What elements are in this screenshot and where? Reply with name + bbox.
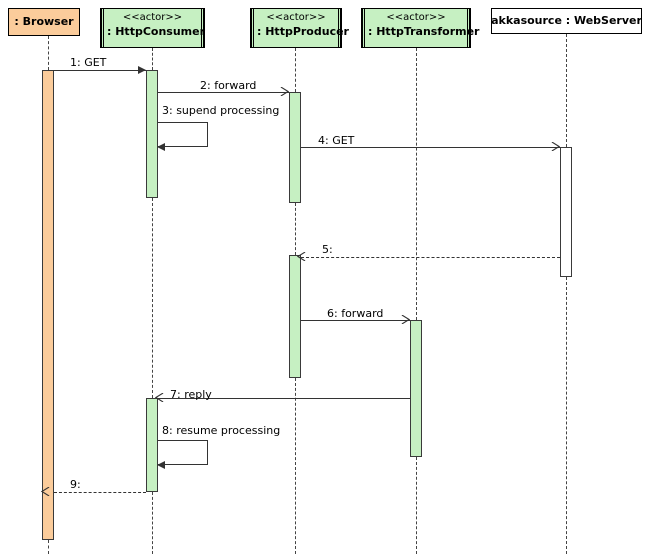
participant-webserver-label: akkasource : WebServer — [491, 13, 642, 27]
message-4-label: 4: GET — [318, 134, 355, 147]
message-6-label: 6: forward — [327, 307, 384, 320]
participant-webserver[interactable]: akkasource : WebServer — [491, 8, 642, 34]
participant-httptransformer-label: : HttpTransformer — [368, 24, 480, 38]
lifeline-browser — [48, 36, 49, 70]
message-3-arrowhead — [157, 143, 165, 151]
message-1-label: 1: GET — [70, 56, 107, 69]
message-9-line — [54, 492, 146, 493]
message-8-label: 8: resume processing — [162, 424, 281, 437]
lifeline-httpconsumer-3 — [152, 492, 153, 554]
lifeline-httpproducer-1 — [295, 48, 296, 92]
activation-httpproducer-2 — [289, 255, 301, 378]
lifeline-httpproducer-3 — [295, 378, 296, 554]
participant-browser[interactable]: : Browser — [8, 8, 80, 36]
lifeline-httpconsumer-1 — [152, 48, 153, 70]
message-2-arrowhead — [280, 87, 289, 96]
message-9-label: 9: — [70, 478, 81, 491]
message-8-selfloop — [158, 440, 208, 465]
message-3-label: 3: supend processing — [162, 104, 280, 117]
participant-httpconsumer[interactable]: <<actor>> : HttpConsumer — [100, 8, 205, 48]
message-5-label: 5: — [322, 243, 333, 256]
message-8-arrowhead — [157, 461, 165, 469]
message-5-arrowhead — [297, 252, 306, 261]
activation-httpconsumer-2 — [146, 398, 158, 492]
message-7-arrowhead — [155, 393, 164, 402]
participant-httpproducer-label: : HttpProducer — [257, 24, 349, 38]
message-6-arrowhead — [401, 315, 410, 324]
participant-httptransformer[interactable]: <<actor>> : HttpTransformer — [361, 8, 480, 48]
message-9-arrowhead — [41, 487, 50, 496]
activation-httpproducer-1 — [289, 92, 301, 203]
message-2-line — [158, 92, 289, 93]
lifeline-httptransformer-2 — [416, 457, 417, 554]
activation-browser — [42, 70, 54, 540]
message-1-line — [48, 70, 146, 71]
message-7-line — [158, 398, 410, 399]
message-1-arrowhead — [138, 66, 146, 74]
participant-httpconsumer-stereotype: <<actor>> — [122, 12, 183, 23]
lifeline-httptransformer-1 — [416, 48, 417, 320]
lifeline-webserver-2 — [566, 277, 567, 554]
lifeline-httpconsumer-2 — [152, 198, 153, 398]
participant-httpproducer-stereotype: <<actor>> — [266, 12, 326, 23]
message-7-label: 7: reply — [170, 388, 212, 401]
lifeline-webserver-1 — [566, 34, 567, 147]
participant-browser-label: : Browser — [14, 14, 74, 28]
activation-httpconsumer-1 — [146, 70, 158, 198]
message-4-arrowhead — [551, 142, 560, 151]
activation-httptransformer-1 — [410, 320, 422, 457]
participant-httptransformer-stereotype: <<actor>> — [386, 12, 446, 23]
participant-httpconsumer-label: : HttpConsumer — [107, 24, 206, 38]
lifeline-httpproducer-2 — [295, 203, 296, 255]
lifeline-browser-lower — [48, 540, 49, 554]
message-3-selfloop — [158, 122, 208, 147]
message-5-line — [301, 257, 560, 258]
message-2-label: 2: forward — [200, 79, 257, 92]
activation-webserver-1 — [560, 147, 572, 277]
message-6-line — [301, 320, 410, 321]
participant-httpproducer[interactable]: <<actor>> : HttpProducer — [250, 8, 349, 48]
message-4-line — [301, 147, 560, 148]
